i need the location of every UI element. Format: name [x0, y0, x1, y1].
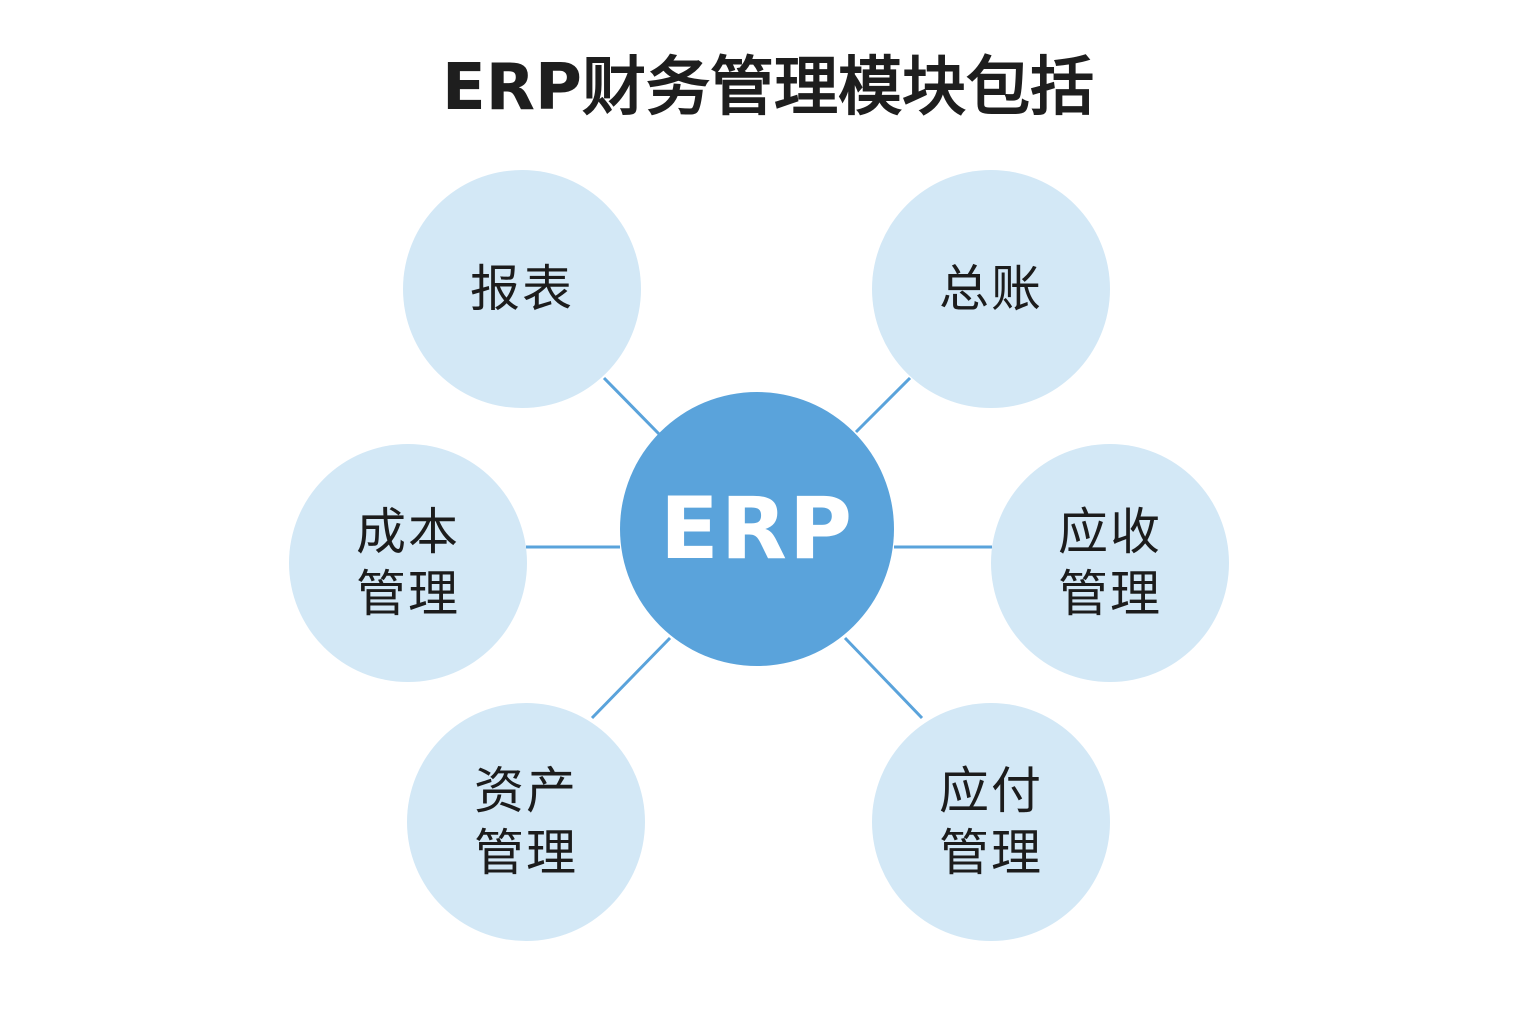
node-general-ledger: 总账	[872, 170, 1110, 408]
node-receivable-label-line2: 管理	[1058, 565, 1162, 623]
diagram-title: ERP财务管理模块包括	[442, 51, 1094, 125]
node-receivable-label-line1: 应收	[1058, 503, 1162, 561]
node-cost-label-line1: 成本	[356, 503, 460, 561]
node-cost-label-line2: 管理	[356, 565, 460, 623]
node-asset-label-line2: 管理	[474, 824, 578, 882]
node-asset-management: 资产 管理	[407, 703, 645, 941]
center-node-label: ERP	[660, 479, 854, 579]
node-payable-management: 应付 管理	[872, 703, 1110, 941]
connector-report	[602, 376, 662, 437]
node-general-ledger-label: 总账	[939, 260, 1043, 318]
node-asset-label-line1: 资产	[474, 762, 578, 820]
node-receivable-management: 应收 管理	[991, 444, 1229, 682]
node-report: 报表	[403, 170, 641, 408]
node-cost-management: 成本 管理	[289, 444, 527, 682]
center-node-erp: ERP	[620, 392, 894, 666]
connector-asset	[590, 636, 672, 720]
connector-general-ledger	[854, 376, 912, 434]
node-report-label: 报表	[470, 260, 574, 318]
node-payable-label-line1: 应付	[939, 762, 1043, 820]
connector-payable	[843, 636, 924, 720]
node-payable-label-line2: 管理	[939, 824, 1043, 882]
